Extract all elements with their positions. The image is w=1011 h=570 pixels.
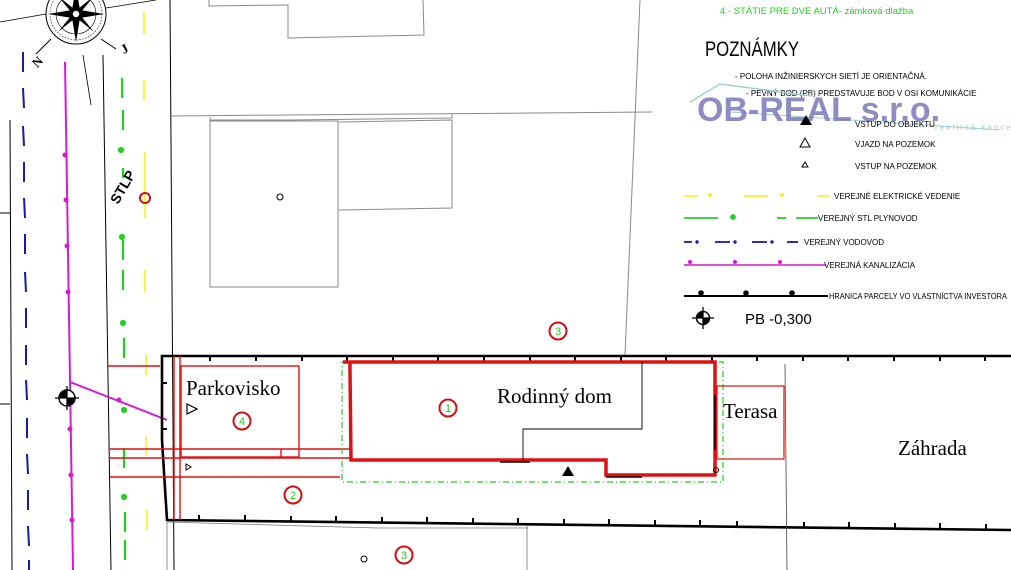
house-entrance-icon	[562, 466, 574, 476]
watermark-subtitle: realitná kancelária	[935, 123, 1011, 132]
legend-benchmark-icon	[692, 307, 714, 329]
garden-label: Záhrada	[898, 436, 967, 460]
legend-water-line-icon	[684, 240, 798, 244]
legend-boundary-label: HRANICA PARCELY VO VLASTNÍCTVA INVESTORA	[829, 292, 1008, 301]
legend-boundary-line-icon	[684, 290, 828, 297]
benchmark-icon	[55, 386, 79, 410]
symbol-label-walk: VSTUP NA POZEMOK	[855, 162, 937, 171]
benchmark-label: PB -0,300	[745, 311, 812, 328]
electric-line	[143, 12, 148, 530]
legend-electric-line-icon	[684, 193, 830, 197]
filled-triangle-icon	[800, 115, 812, 125]
marker-4: 4	[232, 411, 252, 431]
watermark-logo: OB-REAL s.r.o. realitná kancelária	[689, 83, 1011, 132]
svg-text:3: 3	[555, 326, 561, 338]
gas-pole-label: STLP	[107, 168, 139, 207]
walk-entrance-icon	[185, 463, 192, 471]
outline-triangle-icon	[799, 136, 811, 148]
marker-3-north: 3	[548, 321, 568, 341]
compass-rose-icon	[0, 0, 157, 55]
marker-3-south: 3	[360, 545, 414, 565]
driveway-outline	[108, 356, 350, 520]
note-1: - POLOHA INŽINIERSKYCH SIETÍ JE ORIENTAČ…	[735, 72, 927, 81]
legend-item-4: 4 - STÁTIE PRE DVE AUTÁ- zámková dlažba	[720, 6, 914, 17]
drive-entrance-icon	[186, 403, 199, 415]
water-main-line	[22, 52, 30, 570]
neighbour-buildings	[170, 0, 653, 356]
note-2: - PEVNÝ BOD (PB) PREDSTAVUJE BOD V OSI K…	[746, 89, 976, 98]
gas-line	[117, 78, 128, 560]
svg-text:2: 2	[290, 490, 296, 502]
watermark-company: OB-REAL s.r.o.	[697, 91, 940, 129]
marker-1: 1	[438, 398, 458, 418]
legend-gas-label: VEREJNÝ STL PLYNOVOD	[818, 214, 918, 223]
svg-text:3: 3	[401, 550, 407, 562]
sewer-line	[62, 61, 168, 570]
marker-2: 2	[283, 485, 303, 505]
compass-south-label: J	[118, 40, 132, 56]
compass-north-label: N	[29, 53, 47, 71]
house-outline	[341, 360, 724, 483]
legend-water-label: VEREJNÝ VODOVOD	[804, 238, 884, 247]
parking-label: Parkovisko	[186, 376, 281, 400]
notes-title: POZNÁMKY	[705, 38, 799, 61]
legend-sewer-line-icon	[684, 259, 826, 266]
svg-text:4: 4	[239, 416, 245, 428]
legend-electric-label: VEREJNÉ ELEKTRICKÉ VEDENIE	[834, 192, 960, 201]
plot-boundary	[160, 354, 1011, 570]
terrace-outline	[716, 385, 785, 460]
svg-text:1: 1	[445, 403, 451, 415]
symbol-label-drive: VJAZD NA POZEMOK	[855, 140, 936, 149]
small-triangle-icon	[801, 161, 809, 168]
symbol-label-entrance: VSTUP DO OBJEKTU	[855, 120, 935, 129]
legend-sewer-label: VEREJNÁ KANALIZÁCIA	[824, 261, 916, 270]
legend-gas-line-icon	[684, 214, 818, 220]
gas-pole-marker: STLP	[107, 168, 151, 207]
house-label: Rodinný dom	[497, 384, 612, 408]
terrace-label: Terasa	[723, 399, 778, 423]
